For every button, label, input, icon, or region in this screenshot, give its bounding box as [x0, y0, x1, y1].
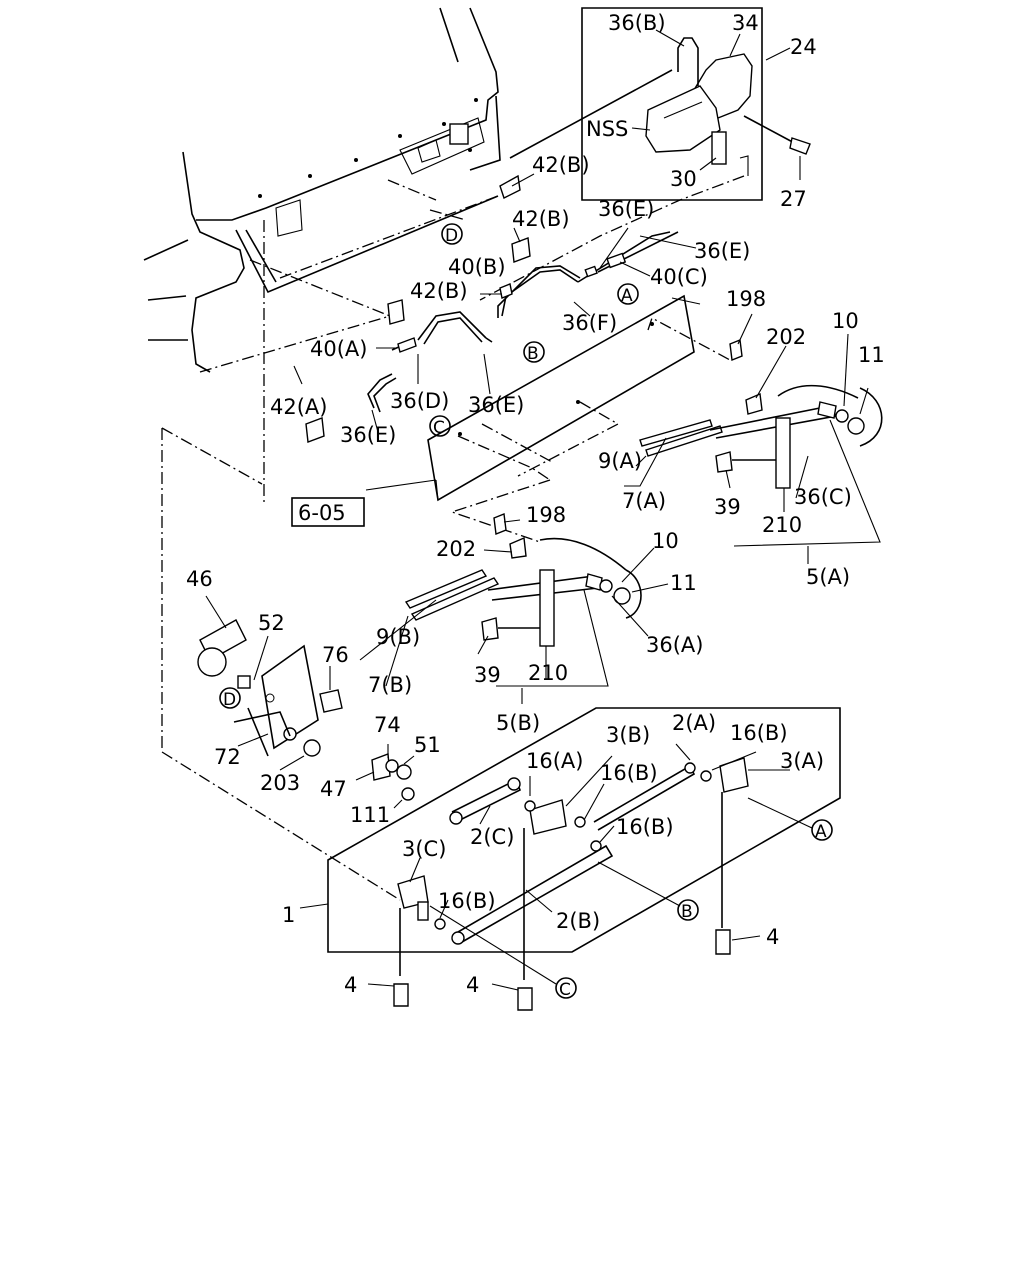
label-74: 74	[374, 713, 401, 737]
label-9a: 9(A)	[598, 449, 642, 473]
label-3c: 3(C)	[402, 837, 446, 861]
label-36c: 36(C)	[794, 485, 852, 509]
label-40a: 40(A)	[310, 337, 367, 361]
label-5b: 5(B)	[496, 711, 540, 735]
label-7b: 7(B)	[368, 673, 412, 697]
label-4-right: 4	[766, 925, 779, 949]
label-198-top: 198	[726, 287, 766, 311]
label-2c: 2(C)	[470, 825, 514, 849]
cab-body-outline	[143, 7, 501, 373]
label-nss: NSS	[586, 117, 628, 141]
label-202-mid: 202	[436, 537, 476, 561]
label-203: 203	[260, 771, 300, 795]
label-1: 1	[282, 903, 295, 927]
reference-box-6-05: 6-05	[291, 497, 365, 527]
callout-d-top: D	[445, 226, 458, 246]
label-10-mid: 10	[652, 529, 679, 553]
label-210-top: 210	[762, 513, 802, 537]
label-76: 76	[322, 643, 349, 667]
label-3a: 3(A)	[780, 749, 824, 773]
callout-c-top: C	[433, 418, 445, 438]
label-24: 24	[790, 35, 817, 59]
part-number-labels: 36(B) 34 24 NSS 30 27 42(B) 42(B) 42(B) …	[186, 11, 885, 997]
label-11-top: 11	[858, 343, 885, 367]
label-47: 47	[320, 777, 347, 801]
label-10-top: 10	[832, 309, 859, 333]
label-2a: 2(A)	[672, 711, 716, 735]
callout-a-top: A	[621, 286, 633, 306]
wiper-assembly-a	[639, 339, 883, 489]
label-42a: 42(A)	[270, 395, 327, 419]
label-36e-top: 36(E)	[598, 197, 654, 221]
circled-callouts: A B C D D A B C	[219, 223, 833, 1000]
label-36e-mid: 36(E)	[468, 393, 524, 417]
label-9b: 9(B)	[376, 625, 420, 649]
callout-b-top: B	[527, 344, 539, 364]
label-16b-b: 16(B)	[600, 761, 658, 785]
label-16a: 16(A)	[526, 749, 583, 773]
label-5a: 5(A)	[806, 565, 850, 589]
washer-hoses	[305, 174, 679, 443]
wiper-assembly-b	[404, 513, 642, 647]
label-52: 52	[258, 611, 285, 635]
label-3b: 3(B)	[606, 723, 650, 747]
label-36d: 36(D)	[390, 389, 449, 413]
callout-b-bottom: B	[681, 902, 693, 922]
motor-and-linkage	[197, 619, 841, 1011]
label-51: 51	[414, 733, 441, 757]
label-36a: 36(A)	[646, 633, 703, 657]
label-210-mid: 210	[528, 661, 568, 685]
label-34: 34	[732, 11, 759, 35]
label-16b-c: 16(B)	[616, 815, 674, 839]
label-40c: 40(C)	[650, 265, 708, 289]
label-2b: 2(B)	[556, 909, 600, 933]
label-198-mid: 198	[526, 503, 566, 527]
label-72: 72	[214, 745, 241, 769]
label-39-top: 39	[714, 495, 741, 519]
body-dashdot-leaders	[161, 179, 499, 901]
label-36e-left: 36(E)	[340, 423, 396, 447]
label-36f: 36(F)	[562, 311, 617, 335]
label-4-left: 4	[344, 973, 357, 997]
label-11-mid: 11	[670, 571, 697, 595]
label-42b-b: 42(B)	[512, 207, 570, 231]
leader-lines	[205, 29, 881, 991]
label-40b: 40(B)	[448, 255, 506, 279]
label-36b-top: 36(B)	[608, 11, 666, 35]
label-202-top: 202	[766, 325, 806, 349]
callout-c-bottom: C	[559, 980, 571, 1000]
label-6-05: 6-05	[298, 501, 346, 525]
label-27: 27	[780, 187, 807, 211]
label-39-mid: 39	[474, 663, 501, 687]
label-111: 111	[350, 803, 390, 827]
label-16b-d: 16(B)	[438, 889, 496, 913]
label-30: 30	[670, 167, 697, 191]
label-7a: 7(A)	[622, 489, 666, 513]
label-46: 46	[186, 567, 213, 591]
callout-a-bottom: A	[815, 822, 827, 842]
label-42b-c: 42(B)	[410, 279, 468, 303]
label-16b-a: 16(B)	[730, 721, 788, 745]
label-4-mid: 4	[466, 973, 479, 997]
label-42b-a: 42(B)	[532, 153, 590, 177]
label-36e-right: 36(E)	[694, 239, 750, 263]
callout-d-left: D	[223, 690, 236, 710]
